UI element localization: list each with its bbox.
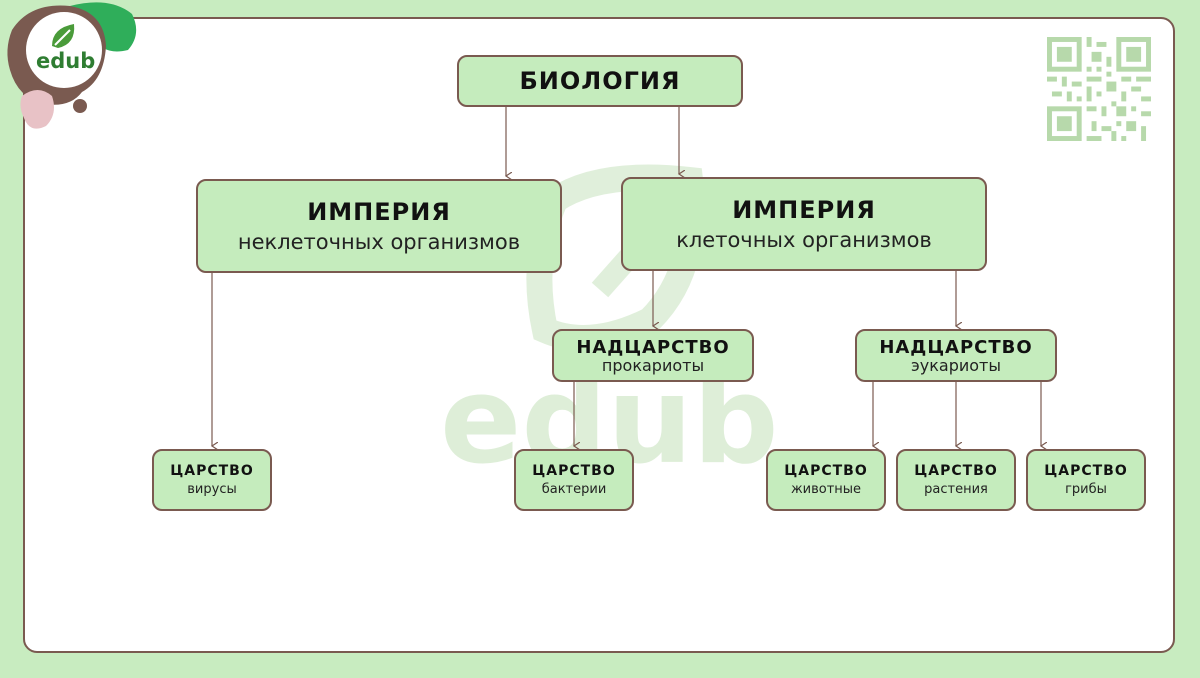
node-superkingdom-prokaryotes: НАДЦАРСТВО прокариоты	[552, 329, 754, 382]
node-subtitle: растения	[924, 482, 988, 497]
node-kingdom-plants: ЦАРСТВО растения	[896, 449, 1016, 511]
node-subtitle: прокариоты	[601, 356, 705, 375]
qr-code-icon	[1047, 37, 1151, 141]
node-subtitle: эукариоты	[910, 356, 1001, 375]
node-title: НАДЦАРСТВО	[576, 337, 730, 358]
node-kingdom-viruses: ЦАРСТВО вирусы	[152, 449, 272, 511]
node-title: ЦАРСТВО	[170, 463, 254, 479]
node-title: НАДЦАРСТВО	[879, 337, 1033, 358]
node-kingdom-bacteria: ЦАРСТВО бактерии	[514, 449, 634, 511]
node-title: ЦАРСТВО	[784, 463, 868, 479]
node-title: ЦАРСТВО	[1044, 463, 1128, 479]
node-title: ЦАРСТВО	[914, 463, 998, 479]
node-subtitle: клеточных организмов	[676, 228, 932, 252]
edub-logo	[7, 2, 137, 129]
leaf-icon	[52, 24, 75, 48]
node-subtitle: вирусы	[187, 482, 237, 497]
node-title: БИОЛОГИЯ	[519, 67, 681, 95]
node-superkingdom-eukaryotes: НАДЦАРСТВО эукариоты	[855, 329, 1057, 382]
node-subtitle: животные	[790, 482, 862, 497]
node-title: ЦАРСТВО	[532, 463, 616, 479]
node-kingdom-fungi: ЦАРСТВО грибы	[1026, 449, 1146, 511]
node-title: ИМПЕРИЯ	[307, 198, 451, 226]
node-kingdom-animals: ЦАРСТВО животные	[766, 449, 886, 511]
logo-text: edub	[36, 49, 96, 73]
node-empire-cellular: ИМПЕРИЯ клеточных организмов	[621, 177, 987, 271]
node-title: ИМПЕРИЯ	[732, 196, 876, 224]
node-empire-noncellular: ИМПЕРИЯ неклеточных организмов	[196, 179, 562, 273]
node-subtitle: бактерии	[541, 482, 607, 497]
node-subtitle: грибы	[1065, 482, 1107, 497]
node-biology: БИОЛОГИЯ	[457, 55, 743, 107]
node-subtitle: неклеточных организмов	[237, 230, 521, 254]
